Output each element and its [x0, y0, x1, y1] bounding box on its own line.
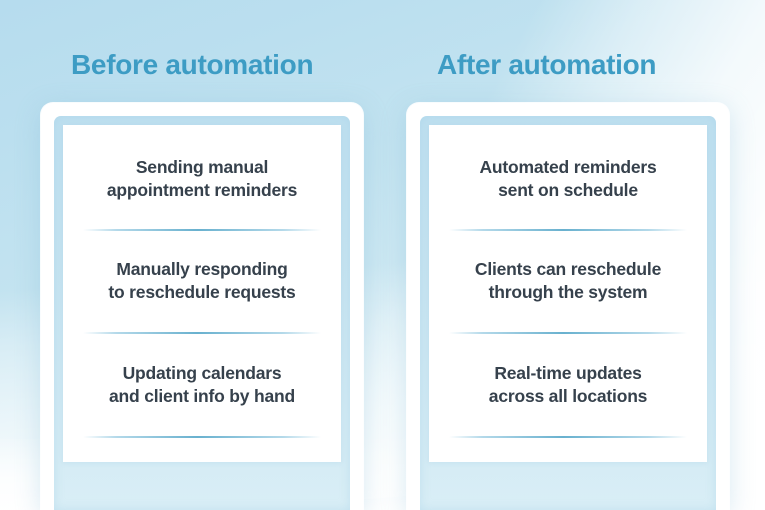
panel-before-automation: Sending manual appointment reminders Man…: [63, 124, 341, 462]
panel-after-automation: Automated reminders sent on schedule Cli…: [429, 124, 707, 462]
list-item: Real-time updates across all locations: [488, 362, 648, 406]
item-divider: [449, 436, 687, 439]
item-divider: [83, 331, 321, 334]
column-heading-before: Before automation: [71, 49, 314, 80]
column-before-automation: Before automation Sending manual appoint…: [41, 0, 363, 510]
column-after-automation: After automation Automated reminders sen…: [407, 0, 729, 510]
list-item: Clients can reschedule through the syste…: [474, 259, 662, 303]
card-after-automation: Automated reminders sent on schedule Cli…: [407, 102, 729, 510]
list-item: Sending manual appointment reminders: [106, 156, 298, 200]
list-item: Manually responding to reschedule reques…: [108, 259, 296, 303]
item-divider: [449, 229, 687, 232]
card-before-automation: Sending manual appointment reminders Man…: [41, 102, 363, 510]
item-divider: [83, 436, 321, 439]
column-heading-after: After automation: [437, 49, 657, 80]
item-divider: [449, 331, 687, 334]
list-item: Automated reminders sent on schedule: [479, 156, 657, 200]
item-divider: [83, 229, 321, 232]
list-item: Updating calendars and client info by ha…: [109, 362, 295, 406]
